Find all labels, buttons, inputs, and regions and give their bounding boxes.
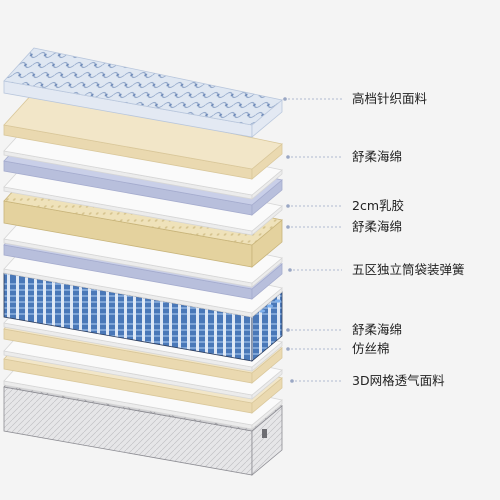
layer-top-face xyxy=(3,47,283,126)
callout-leaders xyxy=(283,97,342,383)
leader-dot xyxy=(286,204,290,208)
layer-label: 舒柔海绵 xyxy=(352,149,403,164)
leader-dot xyxy=(286,347,290,351)
layer-label: 高档针织面料 xyxy=(352,91,428,106)
spring-coil-top xyxy=(274,299,282,303)
leader-dot xyxy=(283,97,287,101)
leader-dot xyxy=(286,328,290,332)
handle-tab-icon xyxy=(262,429,267,438)
leader-dot xyxy=(290,379,294,383)
layer-label: 舒柔海绵 xyxy=(352,322,403,337)
layer-cream xyxy=(3,91,283,180)
spring-coil-top xyxy=(266,304,274,308)
layer-knit-top xyxy=(3,47,283,138)
layer-label: 仿丝棉 xyxy=(352,341,390,356)
layer-label: 五区独立筒袋装弹簧 xyxy=(352,262,465,277)
layer-label: 2cm乳胶 xyxy=(352,198,405,213)
leader-dot xyxy=(286,155,290,159)
layer-label: 3D网格透气面料 xyxy=(352,373,445,388)
leader-dot xyxy=(286,225,290,229)
layer-stack xyxy=(3,47,283,476)
leader-dot xyxy=(288,268,292,272)
layer-label: 舒柔海绵 xyxy=(352,219,403,234)
